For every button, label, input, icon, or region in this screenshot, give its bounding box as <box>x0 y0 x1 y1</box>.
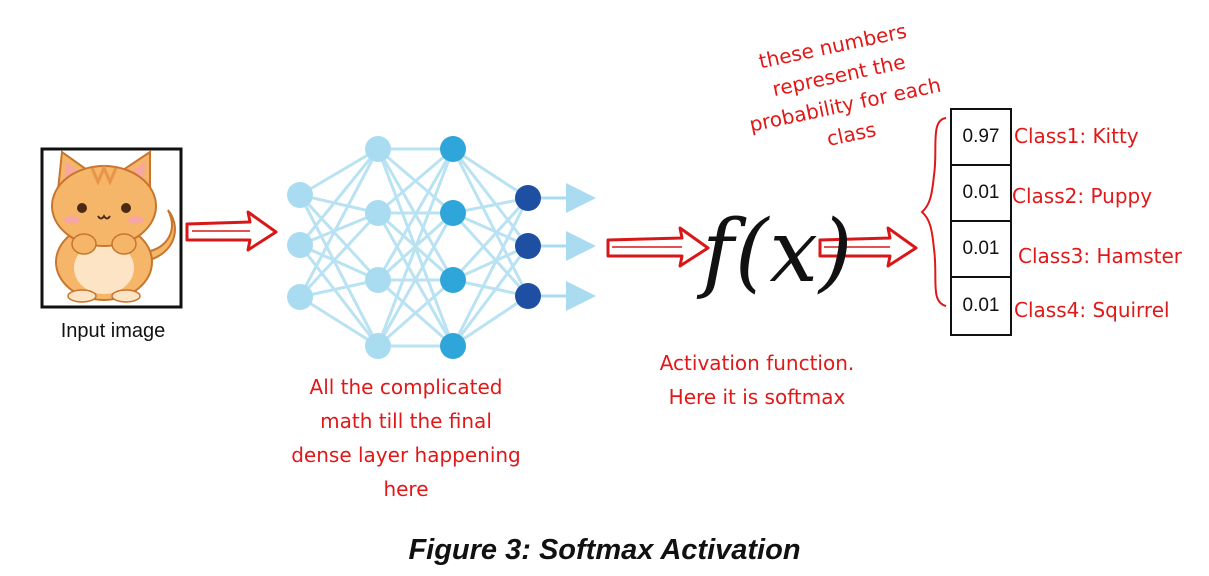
probability-value: 0.01 <box>962 295 1000 316</box>
output-node-arrows <box>540 183 596 311</box>
probability-table: 0.97 0.01 0.01 0.01 <box>950 108 1012 336</box>
class-label-puppy: Class2: Puppy <box>1012 184 1153 208</box>
figure-caption: Figure 3: Softmax Activation <box>408 534 801 566</box>
class-label-hamster: Class3: Hamster <box>1018 244 1183 268</box>
activation-function-symbol: f(x) <box>702 202 854 302</box>
input-image <box>40 147 183 309</box>
hidden-layer-1-nodes <box>365 136 391 359</box>
output-layer-nodes <box>515 185 541 309</box>
kitten-icon <box>51 150 176 303</box>
input-layer-nodes <box>287 182 313 310</box>
output-brace <box>920 117 947 307</box>
probability-value: 0.01 <box>952 222 1010 278</box>
activation-annotation-line: Activation function. <box>659 351 855 375</box>
network-annotation-line: math till the final <box>320 409 492 433</box>
network-annotation-line: dense layer happening <box>291 443 521 467</box>
network-annotation-line: here <box>383 477 429 501</box>
activation-annotation-line: Here it is softmax <box>668 385 846 409</box>
arrow-activation-to-output <box>818 226 918 268</box>
activation-annotation: Activation function. Here it is softmax <box>632 346 882 414</box>
network-edges <box>298 147 530 348</box>
probability-value: 0.97 <box>952 110 1010 166</box>
network-annotation-line: All the complicated <box>309 375 503 399</box>
hidden-layer-2-nodes <box>440 136 466 359</box>
arrow-network-to-activation <box>606 226 710 268</box>
network-annotation: All the complicated math till the final … <box>276 370 536 506</box>
class-label-kitty: Class1: Kitty <box>1014 124 1139 148</box>
probability-value: 0.01 <box>952 166 1010 222</box>
input-image-label: Input image <box>60 320 166 342</box>
arrow-input-to-network <box>185 210 278 252</box>
class-label-squirrel: Class4: Squirrel <box>1014 298 1170 322</box>
